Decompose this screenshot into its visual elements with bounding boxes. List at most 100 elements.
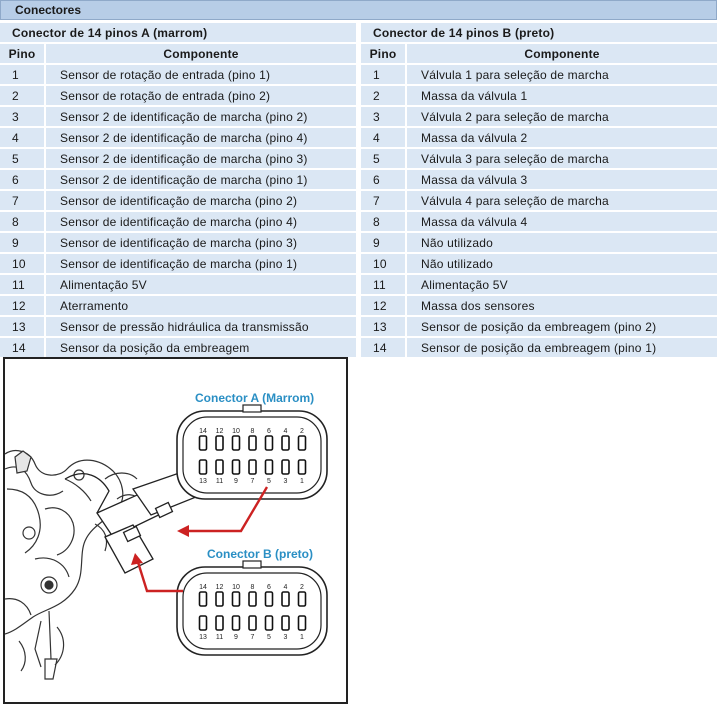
pin-number: 13 <box>0 317 46 336</box>
pin-slot-bottom <box>297 459 307 475</box>
pin-slot-top <box>264 435 274 451</box>
pin-label-bottom: 7 <box>251 478 255 485</box>
pin-slot-bottom <box>198 615 208 631</box>
pin-label-bottom: 3 <box>284 478 288 485</box>
pin-number: 5 <box>0 149 46 168</box>
component-name: Alimentação 5V <box>46 275 356 294</box>
component-name: Sensor 2 de identificação de marcha (pin… <box>46 107 356 126</box>
component-name: Válvula 1 para seleção de marcha <box>407 65 717 84</box>
pin-slot-top <box>248 591 257 607</box>
component-name: Sensor de rotação de entrada (pino 1) <box>46 65 356 84</box>
component-name: Sensor 2 de identificação de marcha (pin… <box>46 128 356 147</box>
pin-number: 12 <box>0 296 46 315</box>
component-name: Sensor de rotação de entrada (pino 2) <box>46 86 356 105</box>
section-title: Conectores <box>0 0 717 20</box>
arrow-b-head <box>131 553 143 565</box>
pin-label-top: 10 <box>232 428 240 435</box>
pin-slot-bottom <box>215 615 224 631</box>
pin-number: 6 <box>361 170 407 189</box>
col-pin-header: Pino <box>361 44 407 63</box>
col-component-header: Componente <box>407 44 717 63</box>
component-name: Sensor de pressão hidráulica da transmis… <box>46 317 356 336</box>
pin-number: 5 <box>361 149 407 168</box>
pin-number: 4 <box>361 128 407 147</box>
connector-housing <box>176 566 328 656</box>
pin-slot-top <box>248 435 257 451</box>
pin-number: 3 <box>361 107 407 126</box>
component-name: Sensor de posição da embreagem (pino 1) <box>407 338 717 357</box>
pin-slot-bottom <box>264 615 274 631</box>
pin-number: 10 <box>361 254 407 273</box>
component-name: Massa da válvula 1 <box>407 86 717 105</box>
connector-a-label: Conector A (Marrom) <box>195 391 315 405</box>
pin-label-top: 12 <box>216 584 224 591</box>
component-name: Sensor de identificação de marcha (pino … <box>46 191 356 210</box>
pin-number: 7 <box>0 191 46 210</box>
pin-slot-bottom <box>231 459 241 475</box>
pin-slot-top <box>215 591 224 607</box>
pin-slot-bottom <box>248 615 257 631</box>
pin-slot-top <box>198 591 208 607</box>
pin-number: 9 <box>0 233 46 252</box>
component-name: Não utilizado <box>407 254 717 273</box>
pin-number: 12 <box>361 296 407 315</box>
pin-slot-top <box>198 435 208 451</box>
pin-label-top: 12 <box>216 428 224 435</box>
pin-number: 9 <box>361 233 407 252</box>
pin-label-top: 6 <box>267 584 271 591</box>
component-name: Massa da válvula 3 <box>407 170 717 189</box>
pin-slot-top <box>297 435 307 451</box>
pin-label-top: 2 <box>300 428 304 435</box>
component-name: Alimentação 5V <box>407 275 717 294</box>
pin-number: 8 <box>361 212 407 231</box>
pin-number: 3 <box>0 107 46 126</box>
pin-label-bottom: 1 <box>300 634 304 641</box>
pin-slot-top <box>281 591 290 607</box>
pointer-arrows <box>135 486 269 593</box>
arrow-to-connector-a <box>183 486 269 533</box>
pin-slot-top <box>231 591 241 607</box>
connector-b-label: Conector B (preto) <box>207 547 313 561</box>
pin-number: 6 <box>0 170 46 189</box>
connector-key-tab <box>242 404 262 413</box>
pin-number: 4 <box>0 128 46 147</box>
pin-slot-top <box>297 591 307 607</box>
pin-number: 14 <box>361 338 407 357</box>
pin-label-top: 2 <box>300 584 304 591</box>
connector-a-header: Conector de 14 pinos A (marrom) <box>0 23 356 42</box>
component-name: Sensor 2 de identificação de marcha (pin… <box>46 170 356 189</box>
connector-a-table: Conector de 14 pinos A (marrom) Pino Com… <box>0 21 356 359</box>
pin-label-top: 6 <box>267 428 271 435</box>
component-name: Sensor de identificação de marcha (pino … <box>46 254 356 273</box>
component-name: Válvula 2 para seleção de marcha <box>407 107 717 126</box>
pin-slot-bottom <box>231 615 241 631</box>
pin-number: 2 <box>0 86 46 105</box>
pin-number: 2 <box>361 86 407 105</box>
pin-label-bottom: 5 <box>267 634 271 641</box>
connector-inner-outline <box>182 572 322 650</box>
component-name: Aterramento <box>46 296 356 315</box>
component-name: Válvula 4 para seleção de marcha <box>407 191 717 210</box>
pin-label-top: 8 <box>251 584 255 591</box>
pin-number: 14 <box>0 338 46 357</box>
pin-label-bottom: 3 <box>284 634 288 641</box>
pin-label-top: 14 <box>199 584 207 591</box>
